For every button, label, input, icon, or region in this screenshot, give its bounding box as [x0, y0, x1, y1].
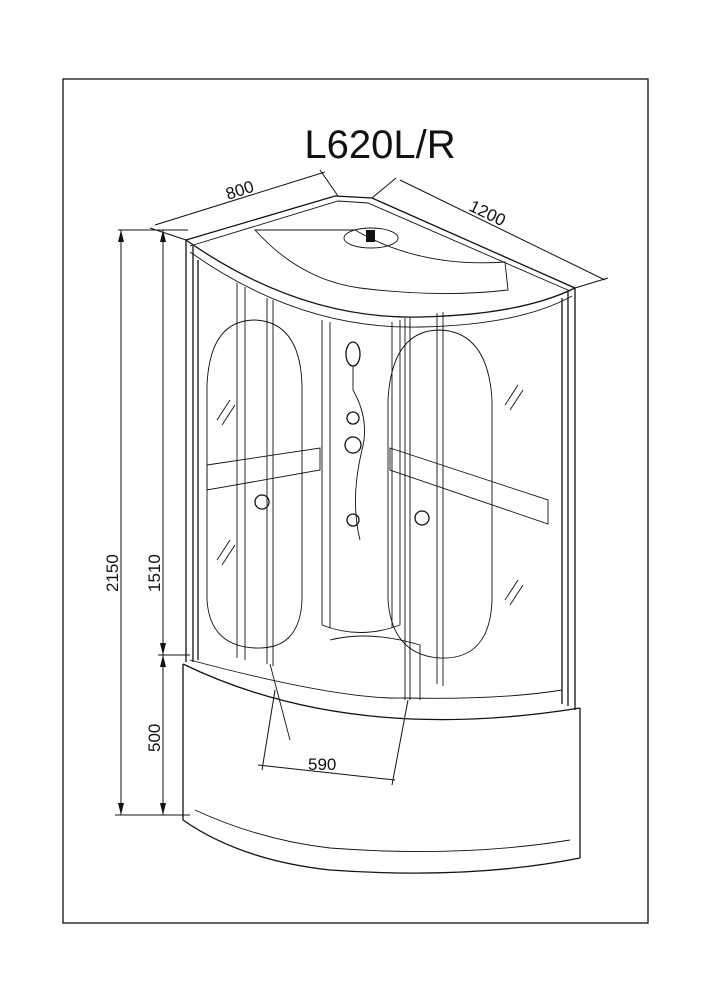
dimension-lines: [115, 169, 609, 816]
fan-knob: [366, 230, 375, 242]
frame-posts: [185, 240, 576, 710]
left-door-handle: [254, 494, 270, 510]
drawing-frame: [62, 78, 649, 924]
right-glass-panel: [387, 329, 493, 659]
dim-800: 800: [223, 177, 256, 204]
glass-doors: [206, 283, 549, 700]
dim-1200: 1200: [466, 197, 508, 231]
hand-shower-icon: [345, 341, 361, 367]
canopy: [185, 195, 576, 328]
dim-2150: 2150: [103, 554, 122, 592]
model-title: L620L/R: [304, 123, 455, 167]
left-glass-panel: [206, 319, 303, 649]
dim-500: 500: [145, 724, 164, 752]
right-door-handle: [414, 510, 430, 526]
bathtub: [182, 635, 581, 874]
shower-column: [321, 320, 401, 633]
ventilation-fan: [343, 227, 399, 249]
dim-590: 590: [308, 755, 336, 774]
dim-1510: 1510: [145, 554, 164, 592]
